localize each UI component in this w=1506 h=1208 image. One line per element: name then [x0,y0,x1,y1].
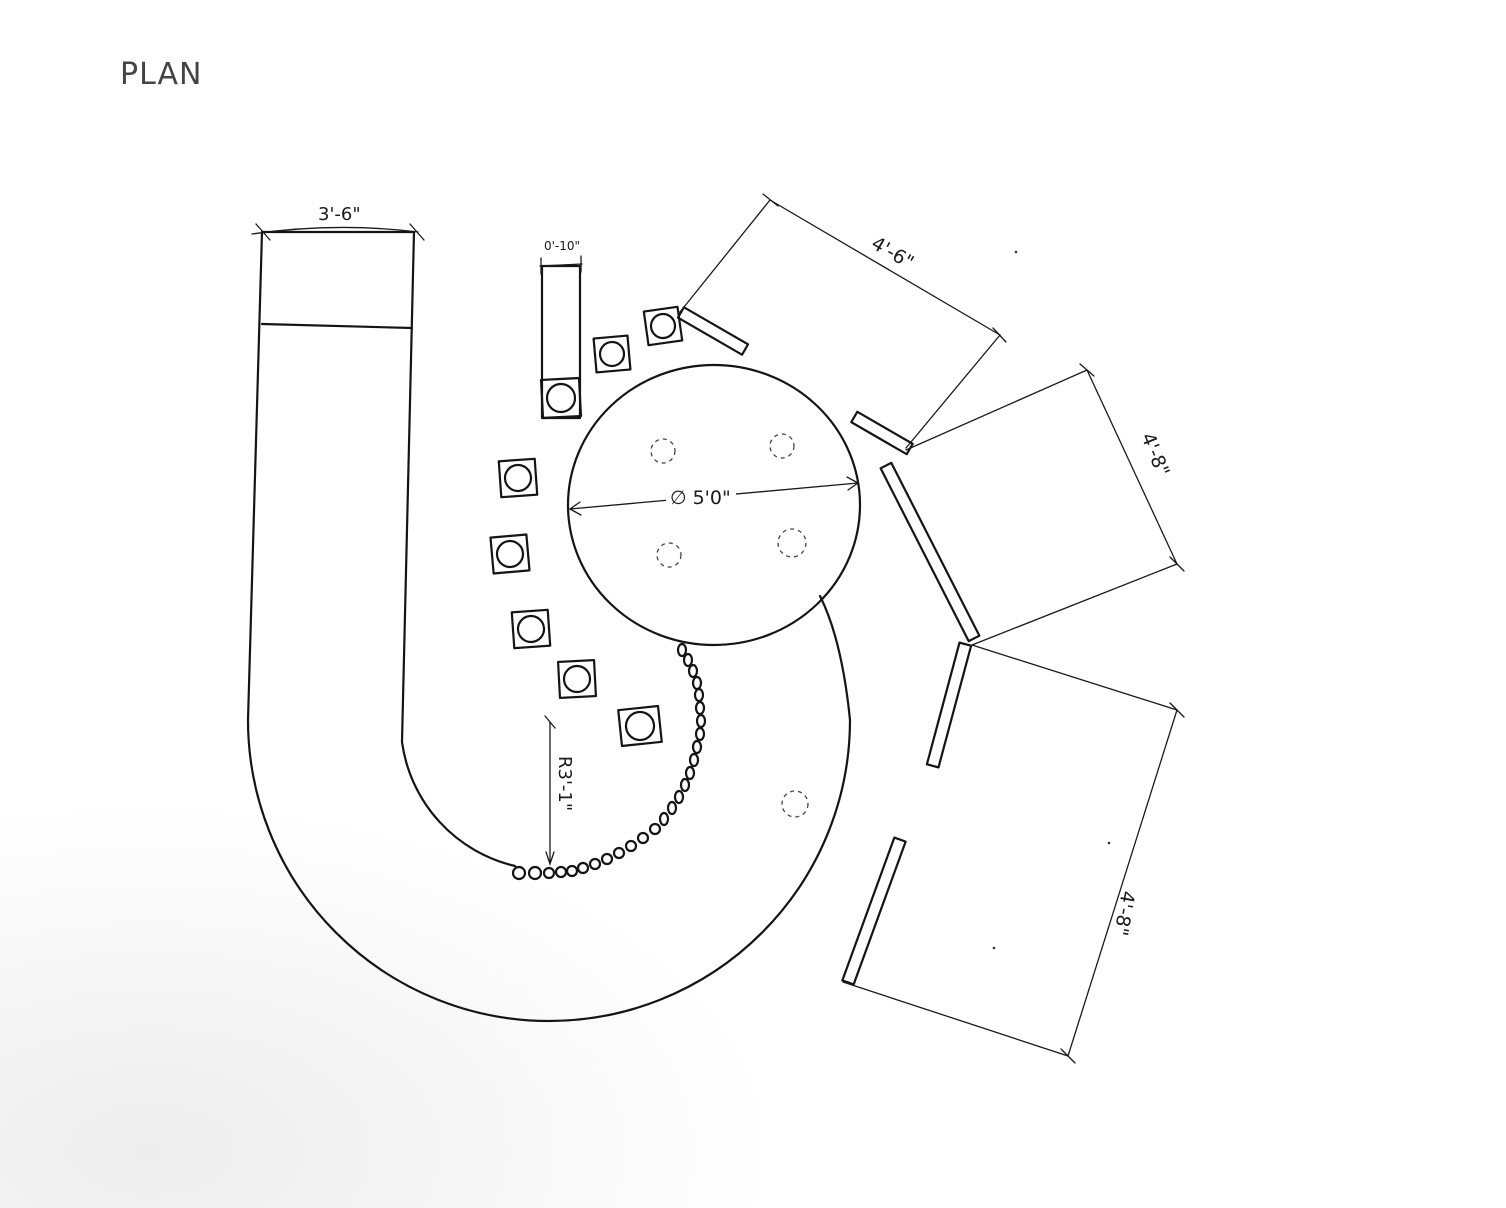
back-bar-depth-label: 0'-10" [544,239,580,253]
bar-stool [539,376,583,420]
radius-dimension: R3'-1" [544,715,575,867]
table-diameter-label: ∅ 5'0" [670,487,731,509]
booth-bottom: 4'-8" [841,641,1185,1064]
booth-middle: 4'-8" [879,363,1185,646]
bar-stool [556,658,598,700]
bar-stool [592,334,632,374]
bar-stool [510,608,552,650]
bar-stool [497,457,539,499]
radius-label: R3'-1" [554,756,575,811]
bar-stool [617,704,663,748]
back-bar-cabinet: 0'-10" [539,239,583,420]
floor-marker [781,790,809,818]
light-string [511,642,707,881]
round-table: ∅ 5'0" [566,363,862,818]
bar-counter [246,230,852,1023]
plan-title: PLAN [120,57,202,92]
booth-top: 4'-6" [676,193,1007,456]
bar-stools [489,305,684,748]
booth-middle-label: 4'-8" [1136,430,1173,480]
booth-bottom-label: 4'-8" [1109,889,1138,937]
bar-stool [642,305,684,347]
bar-stool [489,533,531,575]
bar-width-label: 3'-6" [318,204,361,225]
bar-width-dimension: 3'-6" [251,204,425,241]
booth-top-label: 4'-6" [868,232,918,274]
